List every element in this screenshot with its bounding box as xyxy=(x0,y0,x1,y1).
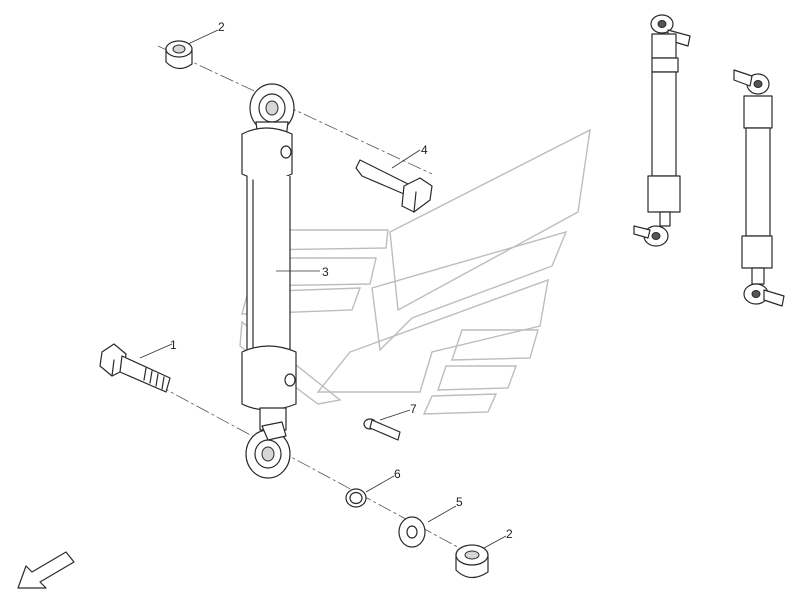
callout-1: 1 xyxy=(170,338,177,352)
grease-nipple xyxy=(363,418,401,441)
callout-7: 7 xyxy=(410,402,417,416)
arrow-down-left-icon xyxy=(17,551,75,589)
bolt-short xyxy=(355,159,433,213)
snap-ring xyxy=(345,488,367,508)
bolt-long xyxy=(99,343,171,393)
callout-2-bottom: 2 xyxy=(506,527,513,541)
washer xyxy=(398,516,426,548)
callout-2-top: 2 xyxy=(218,20,225,34)
callout-3: 3 xyxy=(322,265,329,279)
brand-watermark-icon xyxy=(239,128,591,415)
assembly-axes xyxy=(155,45,479,559)
callout-4: 4 xyxy=(421,143,428,157)
callout-leaders xyxy=(139,29,507,549)
callout-5: 5 xyxy=(456,495,463,509)
bushing-top xyxy=(165,40,193,70)
hydraulic-cylinder xyxy=(241,83,297,479)
bushing-bottom xyxy=(455,544,489,579)
cylinder-thumbnail-a xyxy=(633,14,691,247)
callout-6: 6 xyxy=(394,467,401,481)
cylinder-thumbnail-b xyxy=(733,69,785,307)
callout-labels: 1 2 3 4 5 6 7 2 xyxy=(170,20,513,541)
